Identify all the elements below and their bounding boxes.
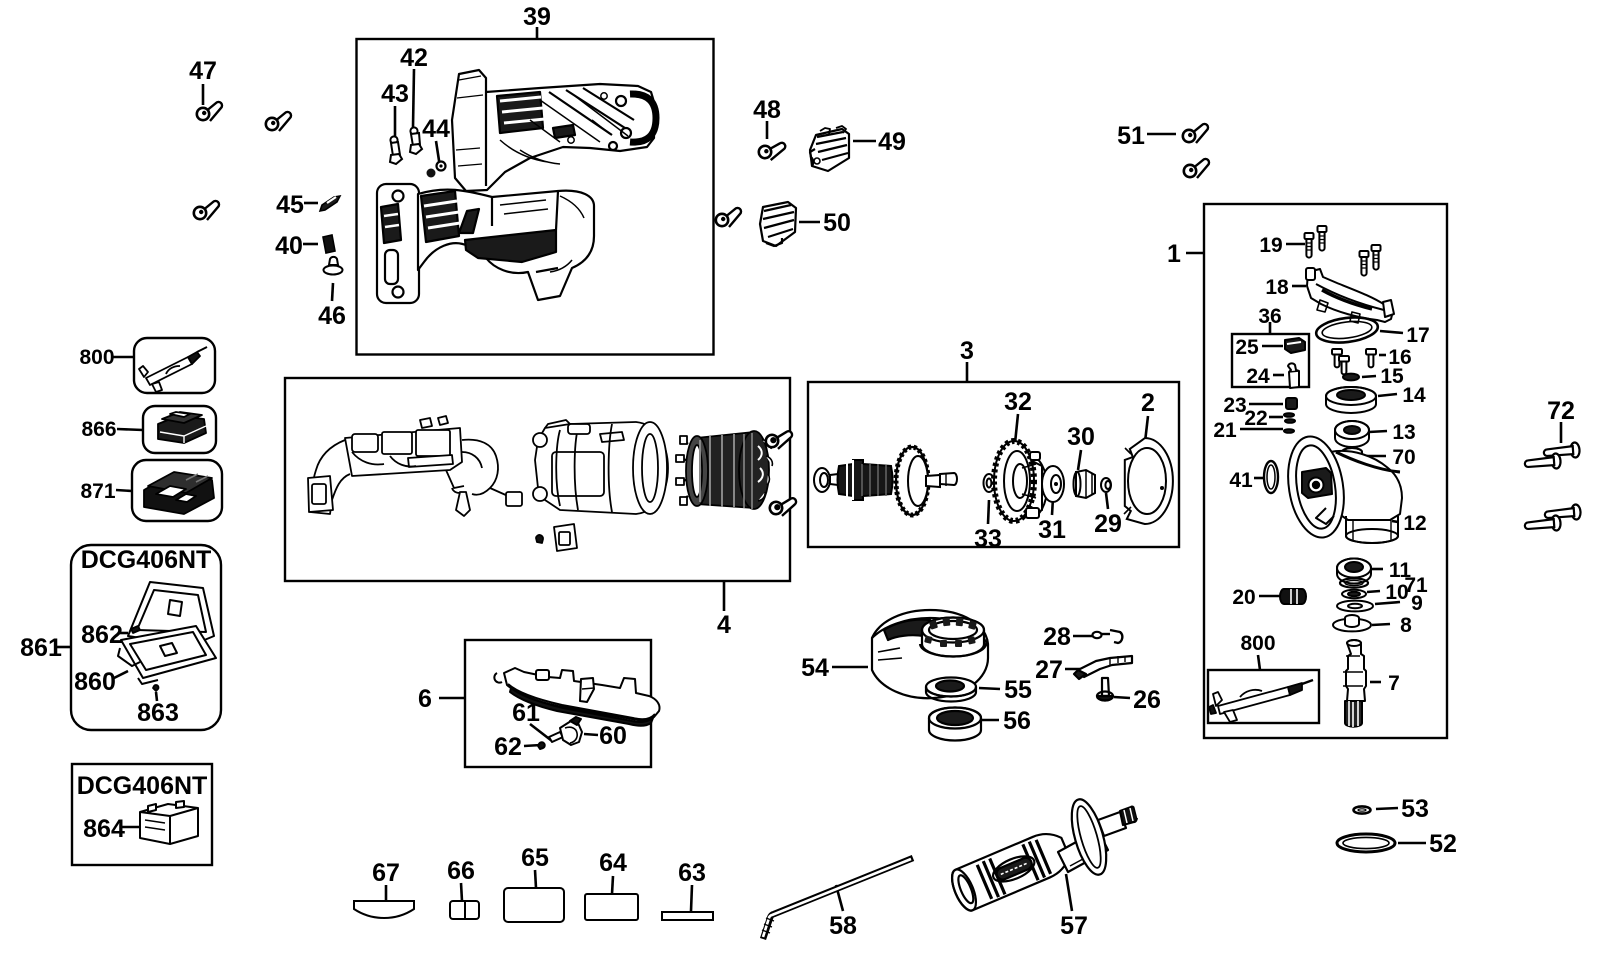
svg-text:44: 44 [422,115,450,143]
svg-text:66: 66 [447,857,475,885]
svg-text:28: 28 [1043,623,1071,651]
svg-text:63: 63 [678,859,706,887]
svg-text:15: 15 [1380,365,1404,388]
svg-text:72: 72 [1547,397,1575,425]
svg-text:4: 4 [717,611,731,639]
svg-text:16: 16 [1388,346,1411,369]
svg-text:10: 10 [1385,581,1408,604]
svg-text:31: 31 [1038,516,1066,544]
svg-text:11: 11 [1389,559,1412,582]
svg-text:17: 17 [1406,324,1429,347]
svg-text:60: 60 [599,722,627,750]
svg-text:861: 861 [20,634,62,662]
svg-text:DCG406NT: DCG406NT [81,546,212,574]
svg-text:12: 12 [1403,512,1426,535]
svg-text:67: 67 [372,859,400,887]
svg-text:30: 30 [1067,423,1095,451]
svg-text:9: 9 [1411,592,1423,615]
svg-text:29: 29 [1094,510,1122,538]
svg-text:48: 48 [753,96,781,124]
svg-text:57: 57 [1060,912,1088,940]
svg-text:51: 51 [1117,122,1145,150]
svg-text:46: 46 [318,302,346,330]
svg-text:47: 47 [189,57,217,85]
svg-text:58: 58 [829,912,857,940]
svg-text:42: 42 [400,44,428,72]
svg-text:3: 3 [960,337,974,365]
svg-text:55: 55 [1004,676,1032,704]
svg-text:18: 18 [1265,276,1289,299]
svg-text:860: 860 [74,668,116,696]
svg-text:49: 49 [878,128,906,156]
svg-text:871: 871 [80,480,115,503]
svg-text:50: 50 [823,209,851,237]
svg-text:866: 866 [81,418,116,441]
svg-text:33: 33 [974,525,1002,553]
svg-text:26: 26 [1133,686,1161,714]
svg-text:41: 41 [1229,469,1253,492]
svg-text:14: 14 [1402,384,1426,407]
svg-text:1: 1 [1167,240,1181,268]
svg-text:24: 24 [1246,365,1270,388]
svg-text:56: 56 [1003,707,1031,735]
svg-text:863: 863 [137,699,179,727]
svg-text:23: 23 [1223,394,1246,417]
svg-text:52: 52 [1429,830,1457,858]
svg-text:800: 800 [79,346,114,369]
svg-text:70: 70 [1392,446,1415,469]
svg-text:20: 20 [1232,586,1255,609]
svg-text:71: 71 [1404,574,1428,597]
svg-text:65: 65 [521,844,549,872]
svg-text:53: 53 [1401,795,1429,823]
svg-text:800: 800 [1240,632,1275,655]
svg-text:2: 2 [1141,389,1155,417]
svg-text:54: 54 [801,654,829,682]
svg-text:45: 45 [276,191,304,219]
svg-text:64: 64 [599,849,627,877]
svg-text:862: 862 [81,621,123,649]
svg-text:27: 27 [1035,656,1063,684]
svg-text:21: 21 [1213,419,1237,442]
svg-text:32: 32 [1004,388,1032,416]
svg-text:40: 40 [275,232,303,260]
svg-text:DCG406NT: DCG406NT [77,772,208,800]
svg-text:7: 7 [1388,672,1400,695]
svg-text:8: 8 [1400,614,1412,637]
svg-text:36: 36 [1258,305,1281,328]
svg-text:39: 39 [523,3,551,31]
svg-text:22: 22 [1244,407,1267,430]
svg-text:13: 13 [1392,421,1415,444]
svg-text:19: 19 [1259,234,1282,257]
svg-text:62: 62 [494,733,522,761]
svg-text:864: 864 [83,815,125,843]
svg-text:6: 6 [418,685,432,713]
svg-text:25: 25 [1235,336,1259,359]
svg-text:43: 43 [381,80,409,108]
